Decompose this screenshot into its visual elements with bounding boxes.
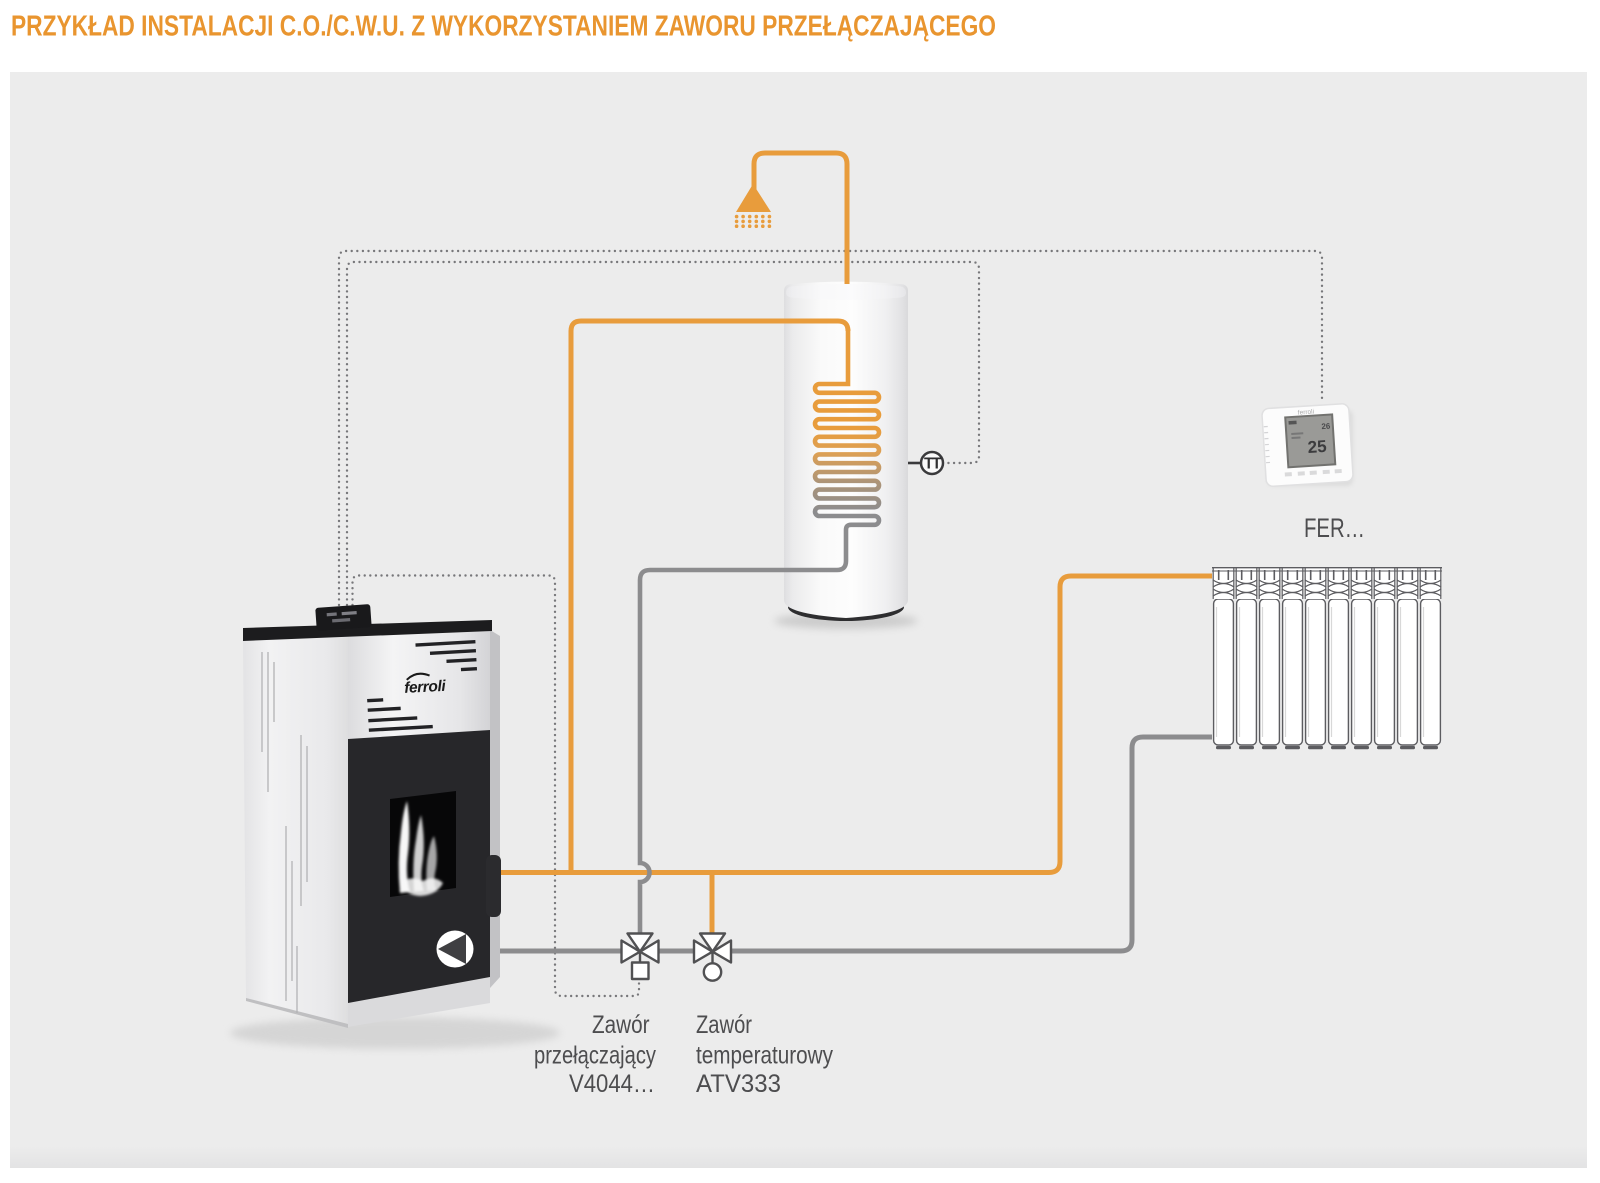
svg-text:TT: TT	[924, 456, 942, 473]
svg-text:Zawór: Zawór	[696, 1011, 752, 1039]
svg-text:Zawór: Zawór	[592, 1011, 650, 1039]
svg-text:25: 25	[1307, 437, 1327, 457]
svg-text:FER…: FER…	[1304, 513, 1365, 543]
svg-text:ferroli: ferroli	[1298, 409, 1315, 417]
svg-text:temperaturowy: temperaturowy	[696, 1042, 833, 1070]
svg-text:26: 26	[1321, 422, 1331, 432]
svg-text:ferroli: ferroli	[404, 678, 447, 697]
svg-text:ATV333: ATV333	[696, 1070, 781, 1098]
svg-text:V4044…: V4044…	[569, 1070, 655, 1098]
svg-text:przełączający: przełączający	[534, 1042, 656, 1070]
svg-text:PRZYKŁAD INSTALACJI C.O./C.W.U: PRZYKŁAD INSTALACJI C.O./C.W.U. Z WYKORZ…	[11, 11, 996, 43]
